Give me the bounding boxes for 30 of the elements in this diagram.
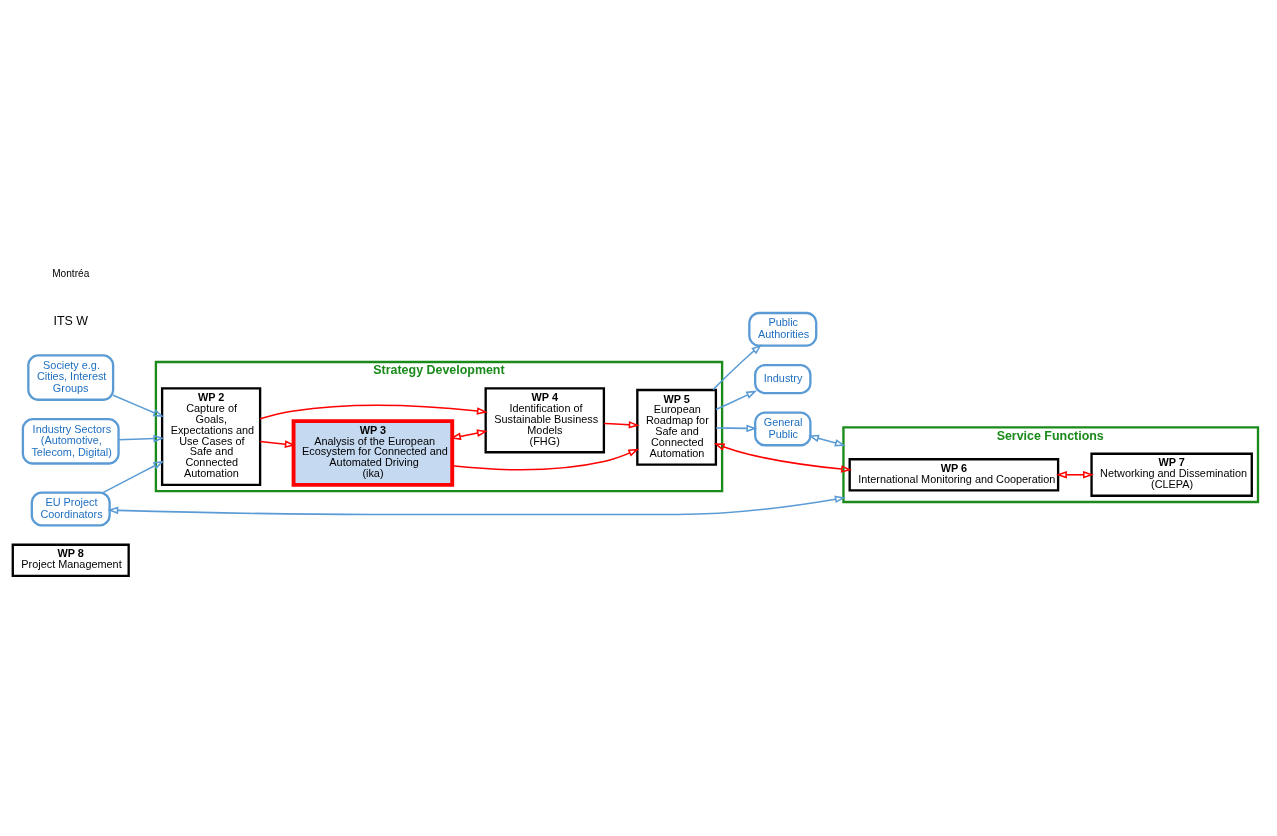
- arrow: [102, 460, 165, 494]
- arrow: [712, 344, 763, 391]
- node-box: Industry: [754, 363, 812, 395]
- arrow: [603, 420, 640, 429]
- arrow: [808, 434, 846, 447]
- arrow: [259, 440, 296, 448]
- arrow: [713, 443, 852, 473]
- node-box: WP 8 Project Management: [11, 543, 130, 578]
- arrow: [112, 394, 165, 417]
- node-box: WP 6 International Monitoring and Cooperation: [848, 458, 1060, 492]
- arrow: [450, 429, 488, 441]
- arrow: [715, 390, 758, 411]
- label: Montréa: [52, 267, 90, 279]
- arrow: [118, 434, 165, 443]
- node-box: WP 5 European Roadmap for Safe and Connected Automation: [636, 388, 718, 466]
- arrow: [107, 495, 846, 516]
- arrow: [259, 404, 488, 420]
- node-box: WP 7 Networking and Dissemination (CLEPA): [1090, 452, 1253, 497]
- node-box: WP 3 Analysis of the European Ecosystem for Connected and Automated Driving (ika): [291, 419, 455, 487]
- label: ITS W: [53, 313, 88, 328]
- node-box: WP 2 Capture of Goals, Expectations and Use Cases of Safe and Connected Automation: [160, 387, 262, 487]
- node-box: Society e.g. Cities, Interest Groups: [27, 354, 115, 401]
- arrow: [451, 448, 640, 471]
- arrow: [1055, 470, 1094, 479]
- node-box: WP 4 Identification of Sustainable Business Models (FHG): [484, 387, 606, 454]
- arrow: [715, 424, 758, 433]
- node-box: Industry Sectors (Automotive, Telecom, Digital): [21, 418, 120, 465]
- node-box: Public Authorities: [748, 311, 818, 347]
- node-box: EU Project Coordinators: [30, 491, 111, 527]
- node-box: General Public: [754, 411, 812, 447]
